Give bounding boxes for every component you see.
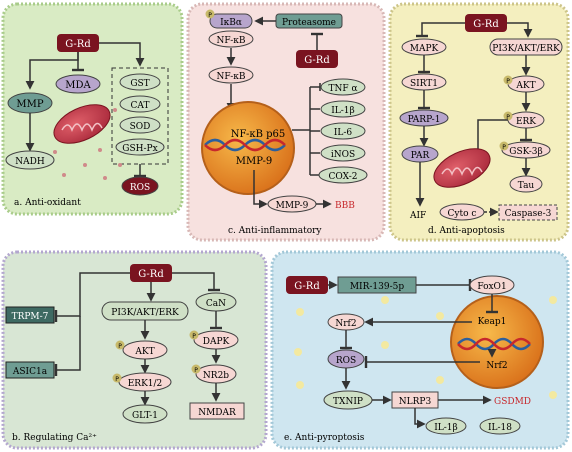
c-mmp9: MMP-9 xyxy=(276,201,309,211)
d-parp1: PARP-1 xyxy=(408,115,441,125)
d-mapk: MAPK xyxy=(410,44,439,54)
nucleus-icon-e xyxy=(450,295,544,389)
moon-particles xyxy=(294,296,557,399)
b-grd: G-Rd xyxy=(138,269,164,280)
b-asic1a: ASIC1a xyxy=(12,367,48,377)
c-nuc-mmp9: MMP-9 xyxy=(236,156,272,167)
b-can: CaN xyxy=(206,299,226,309)
c-bbb: BBB xyxy=(335,201,355,211)
c-nfkb-mid: NF-κB xyxy=(217,72,246,82)
d-cytoc: Cyto c xyxy=(448,209,477,219)
mitochondrion-icon-d xyxy=(433,148,491,188)
b-p-erk: P xyxy=(115,376,119,383)
e-caption: e. Anti-pyroptosis xyxy=(284,433,365,443)
a-mda: MDA xyxy=(65,80,91,91)
e-txnip: TXNIP xyxy=(333,397,363,407)
e-ros: ROS xyxy=(336,356,356,366)
a-ros: ROS xyxy=(130,183,150,193)
e-il1b: IL-1β xyxy=(434,423,458,433)
b-pi3k: PI3K/AKT/ERK xyxy=(111,308,179,318)
c-ikba: IκBα xyxy=(220,18,242,28)
a-sod: SOD xyxy=(130,122,151,132)
c-p65: NF-κB p65 xyxy=(231,129,286,140)
e-keap1: Keap1 xyxy=(478,317,507,327)
d-caption: d. Anti-apoptosis xyxy=(428,226,505,236)
e-nrf2-nuc: Nrf2 xyxy=(486,361,507,371)
e-grd: G-Rd xyxy=(294,281,320,292)
d-p-gsk: P xyxy=(502,144,506,151)
panel-anti-oxidant: G-Rd MMP MDA GST CAT SOD GSH-Px ROS NADH xyxy=(1,2,184,216)
a-gst: GST xyxy=(130,79,149,89)
e-foxo1: FoxO1 xyxy=(477,282,506,292)
c-caption: c. Anti-inflammatory xyxy=(228,226,322,236)
d-aif: AIF xyxy=(409,211,426,221)
d-caspase3: Caspase-3 xyxy=(505,209,552,219)
b-akt: AKT xyxy=(134,347,154,357)
d-sirt1: SIRT1 xyxy=(410,79,438,89)
e-gsdmd: GSDMD xyxy=(494,397,531,407)
c-proteasome: Proteasome xyxy=(282,18,336,28)
c-il1b: IL-1β xyxy=(331,106,355,116)
b-dapk: DAPK xyxy=(203,337,230,347)
panel-regulating-ca: G-Rd TRPM-7 ASIC1a PI3K/AKT/ERK AKT P ER… xyxy=(1,250,268,450)
d-pi3k: PI3K/AKT/ERK xyxy=(492,44,560,54)
e-nlrp3: NLRP3 xyxy=(399,397,432,407)
panel-anti-apoptosis: G-Rd MAPK PI3K/AKT/ERK SIRT1 AKT P PARP-… xyxy=(388,2,570,242)
ros-particles xyxy=(53,108,122,180)
a-gshpx: GSH-Px xyxy=(122,144,157,154)
a-caption: a. Anti-oxidant xyxy=(14,198,81,208)
d-par: PAR xyxy=(411,151,430,161)
c-il6: IL-6 xyxy=(334,128,353,138)
c-nfkb-top: NF-κB xyxy=(217,36,246,46)
d-gsk3b: GSK-3β xyxy=(509,147,542,157)
a-grd: G-Rd xyxy=(65,39,91,50)
c-tnfa: TNF α xyxy=(328,84,357,94)
b-trpm7: TRPM-7 xyxy=(12,312,49,322)
d-erk: ERK xyxy=(516,117,536,127)
d-grd: G-Rd xyxy=(473,19,499,30)
a-mmp: MMP xyxy=(16,99,43,110)
panel-anti-pyroptosis: G-Rd MIR-139-5p FoxO1 Keap1 Nrf2 Nrf2 RO… xyxy=(270,250,570,450)
mitochondrion-icon xyxy=(53,104,111,144)
c-inos: iNOS xyxy=(331,150,355,160)
d-p-erk: P xyxy=(506,114,510,121)
d-tau: Tau xyxy=(518,181,535,191)
d-p-akt: P xyxy=(506,78,510,85)
b-nr2b: NR2b xyxy=(203,371,229,381)
a-cat: CAT xyxy=(131,101,150,111)
b-caption: b. Regulating Ca²⁺ xyxy=(12,433,97,443)
nucleus-icon xyxy=(201,101,295,195)
c-grd: G-Rd xyxy=(304,55,330,66)
c-cox2: COX-2 xyxy=(329,172,358,182)
b-glt1: GLT-1 xyxy=(132,411,158,421)
a-nadh: NADH xyxy=(15,157,45,167)
b-p-akt: P xyxy=(118,343,122,350)
panel-anti-inflammatory: IκBα P Proteasome NF-κB G-Rd NF-κB NF-κB… xyxy=(186,2,386,242)
d-akt: AKT xyxy=(515,81,535,91)
b-erk12: ERK1/2 xyxy=(128,379,163,389)
b-p-nr2b: P xyxy=(194,367,198,374)
b-nmdar: NMDAR xyxy=(198,408,236,418)
b-p-dapk: P xyxy=(192,333,196,340)
e-nrf2-left: Nrf2 xyxy=(335,319,356,329)
e-mir: MIR-139-5p xyxy=(350,282,405,292)
c-p-badge: P xyxy=(208,12,212,19)
e-il18: IL-18 xyxy=(488,423,512,433)
